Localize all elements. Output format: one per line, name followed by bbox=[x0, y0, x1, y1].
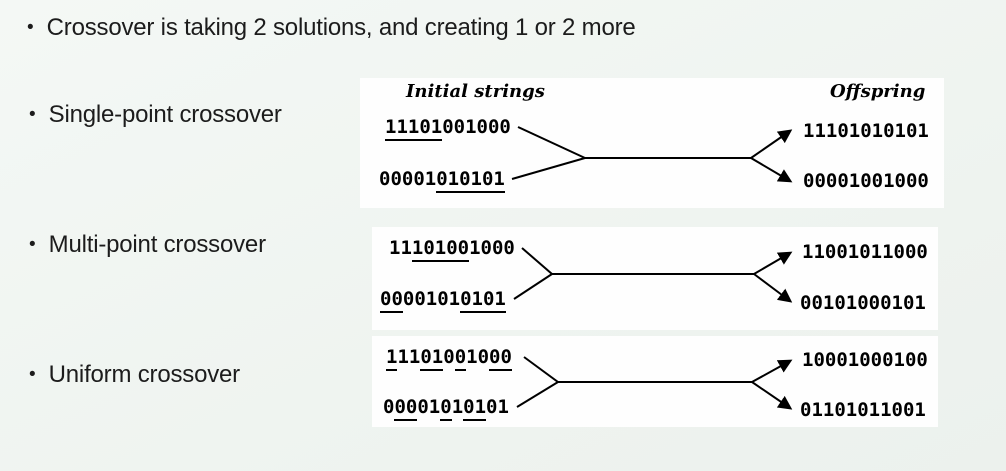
bullet-crossover-definition: • Crossover is taking 2 solutions, and c… bbox=[27, 14, 636, 44]
bullet-multi-point: • Multi-point crossover bbox=[29, 231, 266, 261]
bullet-single-point: • Single-point crossover bbox=[29, 101, 282, 131]
offspring-string-2: 00001001000 bbox=[803, 170, 929, 192]
offspring-header: Offspring bbox=[830, 81, 926, 102]
crossover-connector bbox=[513, 247, 793, 303]
offspring-string-2: 01101011001 bbox=[800, 399, 926, 421]
bullet-uniform: • Uniform crossover bbox=[29, 361, 240, 391]
bullet-text: Multi-point crossover bbox=[48, 231, 266, 258]
initial-strings-header: Initial strings bbox=[406, 81, 545, 102]
bullet-icon: • bbox=[29, 104, 36, 125]
bullet-icon: • bbox=[29, 364, 36, 385]
uniform-crossover-diagram: 11101001000 00001010101 10001000100 0110… bbox=[372, 336, 938, 427]
parent-string-1: 11101001000 bbox=[385, 116, 511, 141]
crossover-connector bbox=[516, 356, 793, 410]
offspring-string-1: 11001011000 bbox=[802, 241, 928, 263]
bullet-icon: • bbox=[29, 234, 36, 255]
offspring-string-2: 00101000101 bbox=[800, 292, 926, 314]
parent-string-1: 11101001000 bbox=[386, 346, 512, 371]
parent-string-2: 00001010101 bbox=[380, 288, 506, 313]
multi-point-crossover-diagram: 11101001000 00001010101 11001011000 0010… bbox=[372, 227, 938, 330]
crossover-connector bbox=[511, 126, 793, 183]
parent-string-2: 00001010101 bbox=[383, 396, 509, 421]
bullet-icon: • bbox=[27, 17, 34, 38]
bullet-text: Single-point crossover bbox=[48, 101, 282, 128]
bullet-text: Uniform crossover bbox=[48, 361, 241, 388]
bullet-text: Crossover is taking 2 solutions, and cre… bbox=[46, 14, 636, 41]
parent-string-2: 00001010101 bbox=[379, 168, 505, 193]
offspring-string-1: 11101010101 bbox=[803, 120, 929, 142]
offspring-string-1: 10001000100 bbox=[802, 349, 928, 371]
parent-string-1: 11101001000 bbox=[389, 237, 515, 262]
single-point-crossover-diagram: Initial strings Offspring 11101001000 00… bbox=[360, 78, 944, 208]
